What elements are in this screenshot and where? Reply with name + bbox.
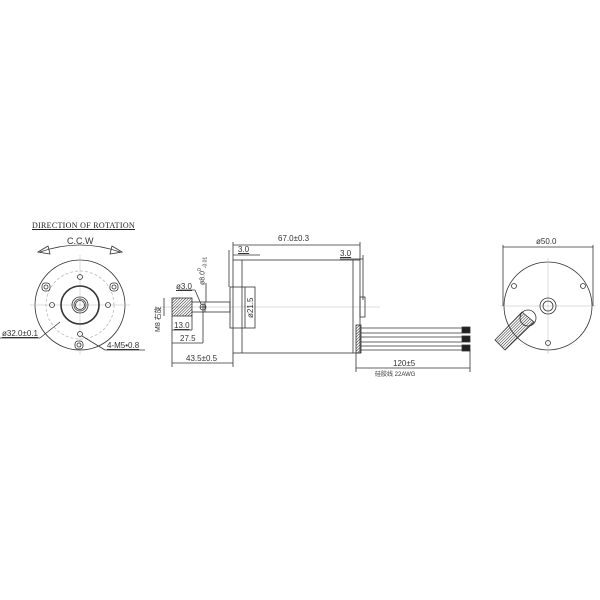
shaft-to-pin-label: 27.5: [180, 334, 196, 343]
shaft-diameter-label: ø8.00-0.01: [197, 256, 209, 285]
boss-diameter-label: ø21.5: [246, 297, 255, 318]
wire-spec-label: 硅胶线 22AWG: [375, 372, 416, 378]
rear-flange-label: 3.0: [340, 249, 352, 258]
side-view: [160, 242, 471, 372]
rotation-title: DIRECTION OF ROTATION: [32, 221, 135, 230]
mount-holes-label: 4-M5•0.8: [107, 341, 140, 350]
pin-hole-label: ø3.0: [176, 282, 193, 291]
front-view: [0, 244, 145, 355]
rear-diameter-label: ø50.0: [536, 237, 557, 246]
rotation-direction: C.C.W: [67, 236, 94, 246]
body-length-label: 67.0±0.3: [278, 234, 310, 243]
rotation-arrow-icon: [39, 244, 121, 253]
thread-length-label: 13.0: [174, 321, 190, 330]
wire-length-label: 120±5: [393, 359, 416, 368]
shaft-total-label: 43.5±0.5: [186, 354, 218, 363]
front-flange-label: 3.0: [238, 245, 250, 254]
rear-view: [494, 245, 596, 354]
front-diameter-label: ø32.0±0.1: [2, 329, 38, 338]
thread-label: M8 右旋: [155, 306, 162, 332]
